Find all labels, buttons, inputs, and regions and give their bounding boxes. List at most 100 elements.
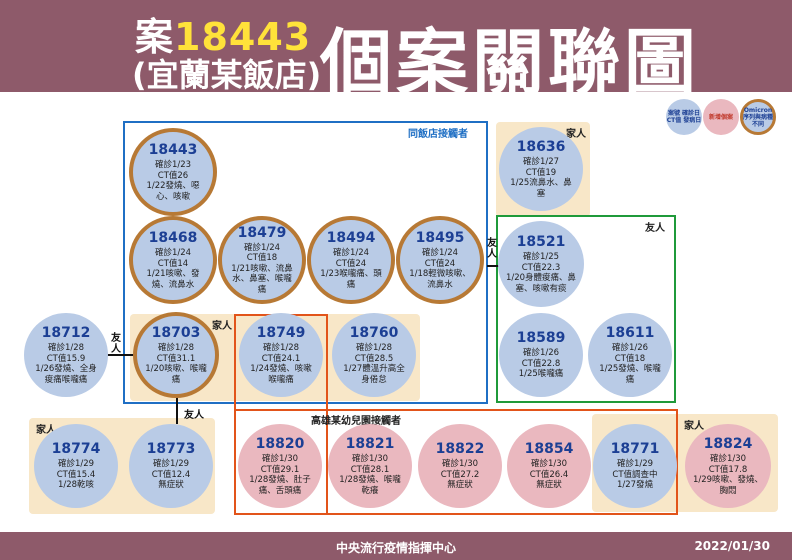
family-label-18771: 家人 [684,421,704,432]
case-symptom: 1/20身體痠痛、鼻塞、咳嗽有痰 [505,273,577,294]
case-id: 18771 [610,441,660,458]
case-symptom: 1/27體溫升高全身倦怠 [343,364,405,385]
footer-organization: 中央流行疫情指揮中心 [335,541,456,555]
case-node-18703: 18703 確診1/28 CT值31.1 1/20咳嗽、喉嚨痛 [133,312,219,398]
case-symptom: 1/28發燒、喉嚨乾癢 [339,475,401,496]
case-node-18589: 18589 確診1/26 CT值22.8 1/25喉嚨痛 [499,313,583,397]
case-node-18854: 18854 確診1/30 CT值26.4 無症狀 [507,424,591,508]
case-ct-value: CT值12.4 [151,469,191,480]
case-node-18760: 18760 確診1/28 CT值28.5 1/27體溫升高全身倦怠 [332,313,416,397]
case-id: 18636 [516,139,566,155]
case-confirmed-date: 確診1/24 [332,248,370,258]
case-ct-value: CT值15.4 [56,469,96,480]
case-symptom: 1/24發燒、咳嗽喉嚨痛 [250,364,312,385]
case-ct-value: CT值19 [525,167,557,178]
hotel-contacts-box [123,121,488,404]
case-ct-value: CT值22.3 [521,262,561,273]
legend-new-case: 新增個案 [703,99,739,135]
case-confirmed-date: 確診1/29 [152,459,190,470]
case-symptom: 1/21咳嗽、流鼻水、鼻塞、喉嚨痛 [231,263,293,295]
friend-relation-label-2: 友人 [111,333,121,355]
case-confirmed-date: 確診1/29 [616,459,654,470]
case-node-18611: 18611 確診1/26 CT值18 1/25發燒、喉嚨痛 [588,313,672,397]
case-ct-value: CT值調查中 [612,469,658,480]
case-id: 18495 [415,230,465,246]
header-case-number: 18443 [174,15,312,59]
case-symptom: 1/26發燒、全身痠痛喉嚨痛 [35,364,97,385]
case-symptom: 無症狀 [158,480,184,491]
case-ct-value: CT值18 [614,353,646,364]
case-symptom: 無症狀 [536,480,562,491]
case-node-18821: 18821 確診1/30 CT值28.1 1/28發燒、喉嚨乾癢 [328,424,412,508]
case-confirmed-date: 確診1/30 [351,454,389,464]
case-symptom: 1/28乾咳 [57,480,95,491]
case-symptom: 1/20咳嗽、喉嚨痛 [145,364,207,385]
case-ct-value: CT值28.1 [350,464,390,475]
case-node-18521: 18521 確診1/25 CT值22.3 1/20身體痠痛、鼻塞、咳嗽有痰 [498,221,584,307]
case-ct-value: CT值26.4 [529,469,569,480]
case-node-18494: 18494 確診1/24 CT值24 1/23喉嚨痛、頭痛 [307,216,395,304]
case-node-18771: 18771 確診1/29 CT值調查中 1/27發燒 [593,424,677,508]
friend-connector-18712-18703 [103,354,135,356]
case-confirmed-date: 確診1/30 [261,454,299,464]
footer-bar: 中央流行疫情指揮中心 2022/01/30 [0,532,792,560]
case-confirmed-date: 確診1/28 [355,343,393,353]
case-node-18495: 18495 確診1/24 CT值24 1/18輕微咳嗽、流鼻水 [396,216,484,304]
case-confirmed-date: 確診1/24 [154,248,192,258]
case-ct-value: CT值22.8 [521,358,561,369]
case-symptom: 1/25流鼻水、鼻塞 [510,178,572,199]
case-ct-value: CT值29.1 [260,464,300,475]
case-id: 18854 [524,441,574,458]
case-ct-value: CT值27.2 [440,469,480,480]
case-node-18774: 18774 確診1/29 CT值15.4 1/28乾咳 [34,424,118,508]
case-id: 18760 [349,325,399,341]
case-node-18822: 18822 確診1/30 CT值27.2 無症狀 [418,424,502,508]
case-id: 18820 [255,436,305,452]
legend-basic-label: 案號 確診日 CT值 發病日 [666,110,702,124]
case-confirmed-date: 確診1/23 [154,160,192,170]
case-symptom: 1/28發燒、肚子痛、舌頭痛 [249,475,311,496]
case-id: 18479 [237,224,287,241]
case-node-18443: 18443 確診1/23 CT值26 1/22發燒、噁心、咳嗽 [129,128,217,216]
hotel-contacts-label: 同飯店接觸者 [408,129,468,140]
legend-basic-case: 案號 確診日 CT值 發病日 [666,99,702,135]
case-id: 18821 [345,436,395,452]
legend-omicron: Omicron 序列與病種 不同 [740,99,776,135]
case-id: 18521 [516,234,566,250]
case-node-18824: 18824 確診1/30 CT值17.8 1/29咳嗽、發燒、胸悶 [685,424,771,508]
case-ct-value: CT值26 [157,170,189,181]
kindergarten-contacts-box [234,409,678,515]
header-subtitle: (宜蘭某飯店) [132,56,322,94]
kindergarten-contacts-label: 高雄某幼兒園接觸者 [311,416,401,427]
case-confirmed-date: 確診1/29 [57,459,95,470]
case-node-18468: 18468 確診1/24 CT值14 1/21咳嗽、發燒、流鼻水 [129,216,217,304]
header-case-word: 案 [135,15,175,59]
case-confirmed-date: 確診1/28 [262,343,300,353]
case-ct-value: CT值17.8 [708,464,748,475]
case-confirmed-date: 確診1/25 [522,252,560,262]
footer-date: 2022/01/30 [694,539,770,553]
case-symptom: 1/23喉嚨痛、頭痛 [320,269,382,290]
case-confirmed-date: 確診1/28 [157,343,195,353]
case-id: 18822 [435,441,485,458]
case-ct-value: CT值24.1 [261,353,301,364]
case-ct-value: CT值24 [335,258,367,269]
case-id: 18749 [256,325,306,341]
friend-group-label: 友人 [645,223,665,234]
case-node-18636: 18636 確診1/27 CT值19 1/25流鼻水、鼻塞 [499,127,583,211]
case-id: 18774 [51,441,101,458]
case-id: 18589 [516,330,566,347]
friend-relation-label-3: 友人 [184,410,204,421]
case-node-18712: 18712 確診1/28 CT值15.9 1/26發燒、全身痠痛喉嚨痛 [24,313,108,397]
case-confirmed-date: 確診1/24 [243,242,281,253]
case-id: 18443 [148,142,198,158]
legend-new-case-label: 新增個案 [708,113,733,121]
case-ct-value: CT值31.1 [156,353,196,364]
case-symptom: 1/22發燒、噁心、咳嗽 [146,181,200,202]
header-case-line: 案18443 [135,6,311,61]
friend-relation-label-1: 友人 [487,238,497,260]
case-confirmed-date: 確診1/26 [522,348,560,359]
case-id: 18773 [146,441,196,458]
case-id: 18494 [326,230,376,246]
case-confirmed-date: 確診1/26 [611,343,649,353]
